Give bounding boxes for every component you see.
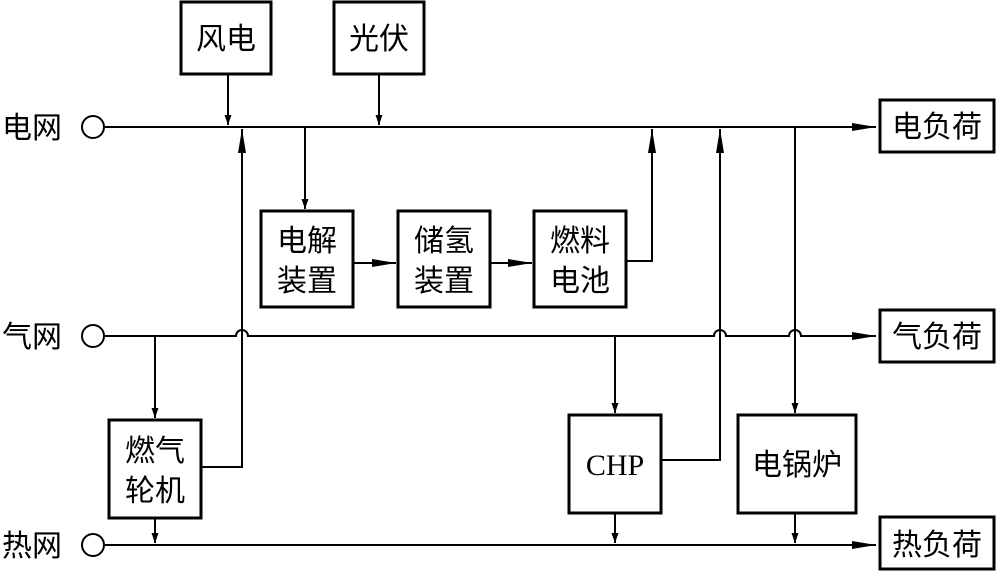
chp-box xyxy=(567,413,663,515)
pv-label: 光伏 xyxy=(349,22,409,57)
electric-load-label: 电负荷 xyxy=(892,110,982,145)
gas-grid-terminal xyxy=(81,324,105,348)
gas-turbine-label-line2: 轮机 xyxy=(125,474,185,509)
electrolyzer-label-line1: 电解 xyxy=(277,224,337,259)
chp-label: CHP xyxy=(586,449,644,482)
heat-grid-label: 热网 xyxy=(2,529,62,564)
fuel-cell-label-line1: 燃料 xyxy=(550,224,610,259)
electrolyzer-box xyxy=(259,209,355,309)
electric-boiler-box xyxy=(736,413,858,515)
gas-load-box xyxy=(878,308,996,364)
electric-boiler-label: 电锅炉 xyxy=(752,448,842,483)
heat-load-label: 热负荷 xyxy=(892,528,982,563)
h2-storage-label-line1: 储氢 xyxy=(414,224,474,259)
gas-turbine-label-line1: 燃气 xyxy=(125,434,185,469)
electric-grid-label: 电网 xyxy=(2,111,62,146)
wind-power-box xyxy=(179,0,273,76)
gas-turbine-box xyxy=(107,418,203,520)
fuel-cell-box xyxy=(532,209,628,309)
wind-power-label: 风电 xyxy=(196,22,256,57)
heat-load-box xyxy=(878,515,996,571)
heat-grid-terminal xyxy=(81,533,105,557)
gas-bus xyxy=(104,329,876,340)
fuelcell-to-grid-arrow xyxy=(626,129,656,262)
electric-grid-terminal xyxy=(81,115,105,139)
turbine-to-grid-arrow xyxy=(201,129,246,468)
fuel-cell-label-line2: 电池 xyxy=(550,264,610,299)
electric-load-box xyxy=(878,98,996,154)
pv-box xyxy=(332,0,426,76)
gas-grid-label: 气网 xyxy=(2,320,62,355)
h2-storage-box xyxy=(396,209,492,309)
gas-load-label: 气负荷 xyxy=(892,320,982,355)
h2-storage-label-line2: 装置 xyxy=(414,264,474,299)
electrolyzer-label-line2: 装置 xyxy=(277,264,337,299)
chp-to-grid-arrow xyxy=(661,129,724,461)
